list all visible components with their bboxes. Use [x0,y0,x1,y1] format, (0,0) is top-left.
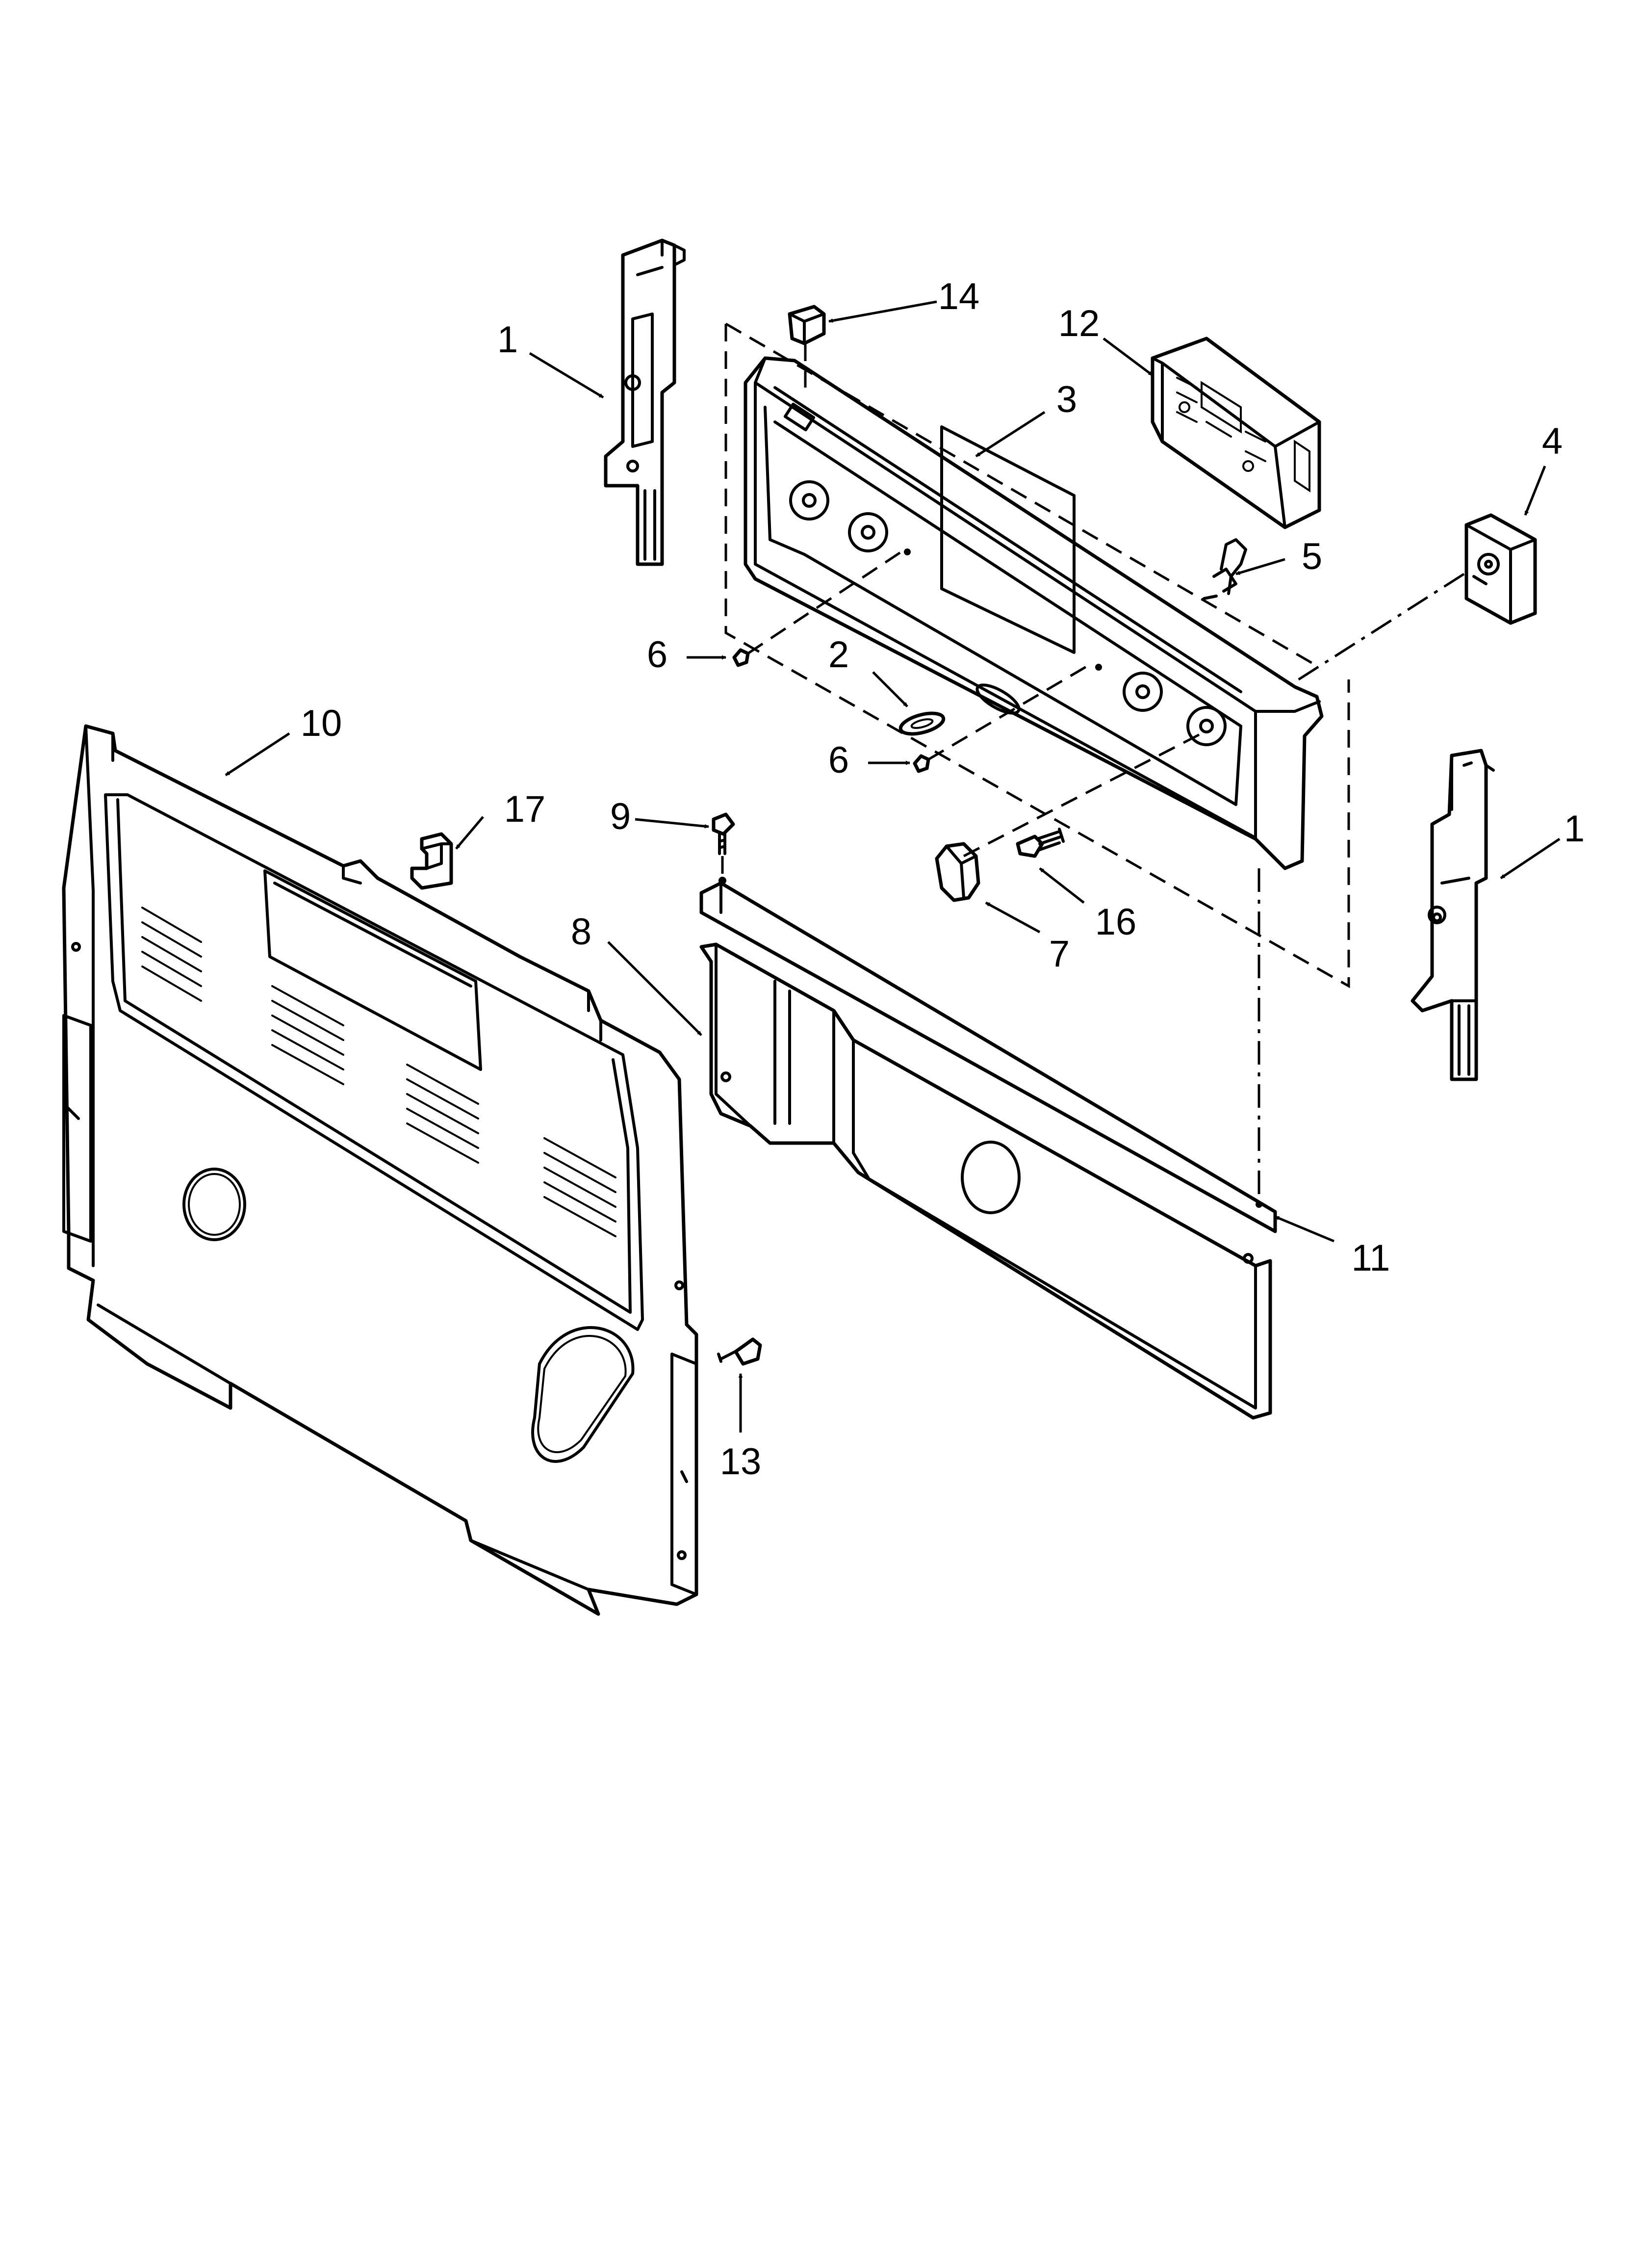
callout-2: 2 [828,634,849,676]
callout-10: 10 [301,703,342,744]
screw-guide-left [747,548,906,655]
screw-guide-right [927,661,1095,761]
callout-12: 12 [1058,303,1100,344]
callout-1-right: 1 [1564,808,1585,850]
wire-harness [1203,538,1247,600]
rear-panel [62,724,698,1616]
callout-3: 3 [1056,379,1077,420]
badge [898,711,946,736]
callout-14: 14 [938,276,980,317]
infinite-switch [1464,513,1537,625]
callout-9: 9 [610,796,631,837]
callout-1-left: 1 [497,319,518,361]
screw-6-left [732,648,750,667]
assembly-guide-box [724,322,1350,989]
callout-6-lower: 6 [828,739,849,781]
screw-16 [1016,828,1065,858]
leader-arrows [225,300,1561,1433]
callout-13: 13 [720,1441,762,1483]
callout-17: 17 [504,788,546,830]
side-bracket-left [604,238,686,566]
screw-6-right [913,754,930,773]
callout-7: 7 [1049,933,1070,975]
shaft-guide [1294,573,1465,683]
clock-switch [788,305,826,345]
callout-labels: 1 1 2 3 4 5 6 6 7 8 9 10 11 12 13 14 16 … [301,276,1585,1483]
wire-hanger [410,832,453,890]
callout-11: 11 [1352,1237,1390,1279]
side-bracket-right [1411,749,1495,1081]
screw-13 [717,1337,762,1366]
callout-16: 16 [1095,901,1137,943]
electronic-control-board [1151,337,1321,529]
control-panel-console [744,356,1324,870]
callout-4: 4 [1542,420,1563,462]
callout-6-upper: 6 [647,634,667,676]
control-knob [935,842,980,902]
callout-5: 5 [1302,536,1322,577]
callout-8: 8 [571,911,591,953]
manifold-panel [699,877,1277,1420]
knob-shaft-guide [963,732,1203,858]
screw-9 [712,812,735,855]
